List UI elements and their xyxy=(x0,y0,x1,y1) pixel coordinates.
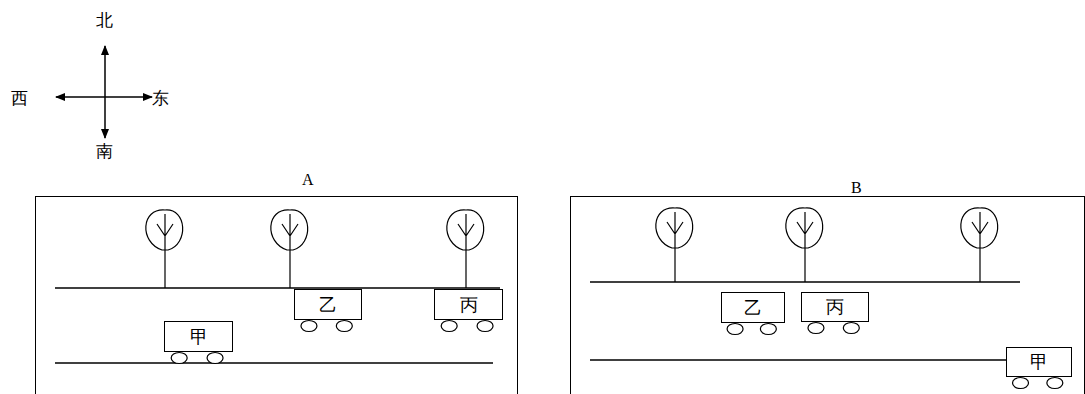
panel-title: A xyxy=(302,171,314,189)
compass-direction: 东 xyxy=(152,90,169,107)
cart-box: 甲 xyxy=(164,321,233,352)
tree-crown xyxy=(656,208,693,248)
road-lines xyxy=(55,282,1065,363)
compass-direction: 南 xyxy=(96,143,113,160)
wheel xyxy=(1047,378,1063,389)
tree-trunk xyxy=(282,214,298,288)
wheel xyxy=(207,353,223,364)
scene-panel: B乙丙甲 xyxy=(570,196,1085,394)
compass xyxy=(56,46,152,138)
wheel xyxy=(760,324,776,335)
cart-label: 乙 xyxy=(744,299,762,317)
panel-title: B xyxy=(851,179,862,197)
cart-label: 甲 xyxy=(1030,353,1048,371)
tree-crown xyxy=(961,208,998,248)
compass-direction: 北 xyxy=(96,12,113,29)
wheel xyxy=(843,323,859,334)
cart-box: 甲 xyxy=(1006,347,1072,377)
tree-crown xyxy=(271,210,308,250)
cart-box: 丙 xyxy=(801,292,869,322)
wheel xyxy=(336,321,352,332)
scene-panel: A乙丙甲 xyxy=(35,196,518,394)
tree-trunk xyxy=(157,214,173,288)
tree-trunk xyxy=(667,212,683,282)
wheel xyxy=(1013,378,1029,389)
trees xyxy=(146,208,998,288)
cart-box: 丙 xyxy=(434,289,503,320)
wheel xyxy=(171,353,187,364)
compass-direction: 西 xyxy=(11,90,28,107)
tree-crown xyxy=(146,210,183,250)
tree-trunk xyxy=(458,214,474,288)
cart-label: 甲 xyxy=(190,328,208,346)
cart-label: 乙 xyxy=(319,296,337,314)
tree-trunk xyxy=(972,212,988,282)
wheels xyxy=(171,321,1063,389)
wheel xyxy=(441,321,457,332)
tree-trunk xyxy=(797,212,813,282)
wheel xyxy=(727,324,743,335)
wheel xyxy=(808,323,824,334)
wheel xyxy=(301,321,317,332)
cart-label: 丙 xyxy=(460,296,478,314)
cart-label: 丙 xyxy=(826,298,844,316)
cart-box: 乙 xyxy=(721,292,785,323)
tree-crown xyxy=(786,208,823,248)
tree-crown xyxy=(447,210,484,250)
wheel xyxy=(477,321,493,332)
cart-box: 乙 xyxy=(294,289,362,320)
